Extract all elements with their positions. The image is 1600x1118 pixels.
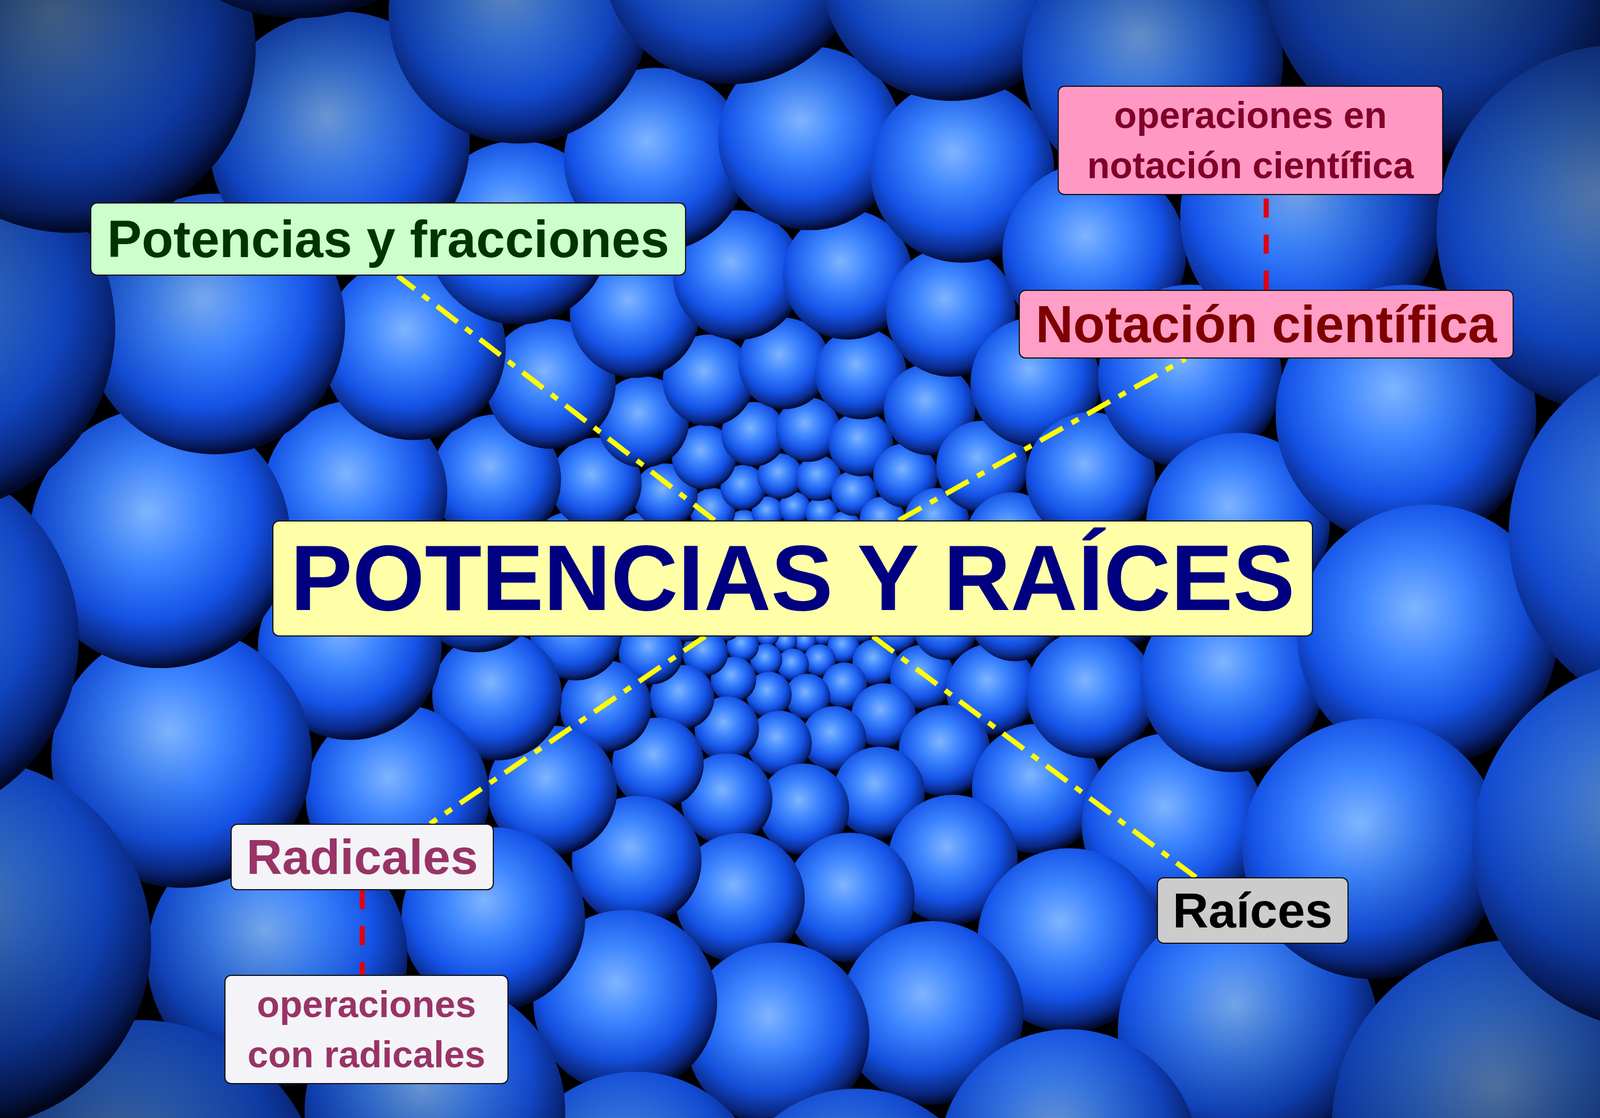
connector: [1263, 195, 1269, 290]
node-text: operaciones con radicales: [242, 979, 491, 1080]
connector: [872, 636, 1196, 878]
connector: [397, 275, 715, 521]
node-text: Potencias y fracciones: [107, 208, 670, 271]
topic-box: operaciones con radicales: [224, 974, 509, 1085]
topic-box: operaciones en notación científica: [1057, 85, 1444, 196]
topic-box: Potencias y fracciones: [90, 202, 687, 276]
connector: [898, 358, 1186, 521]
node-text: Notación científica: [1035, 293, 1497, 356]
topic-box: Notación científica: [1018, 289, 1514, 359]
node-text: Radicales: [246, 827, 479, 887]
node-text: operaciones en notación científica: [1075, 90, 1426, 191]
central-topic: POTENCIAS Y RAÍCES: [272, 520, 1314, 637]
connector: [430, 636, 706, 824]
topic-box: Raíces: [1156, 877, 1349, 944]
connector: [359, 890, 365, 975]
node-text: POTENCIAS Y RAÍCES: [290, 524, 1295, 632]
topic-box: Radicales: [230, 823, 494, 891]
node-text: Raíces: [1172, 880, 1333, 941]
